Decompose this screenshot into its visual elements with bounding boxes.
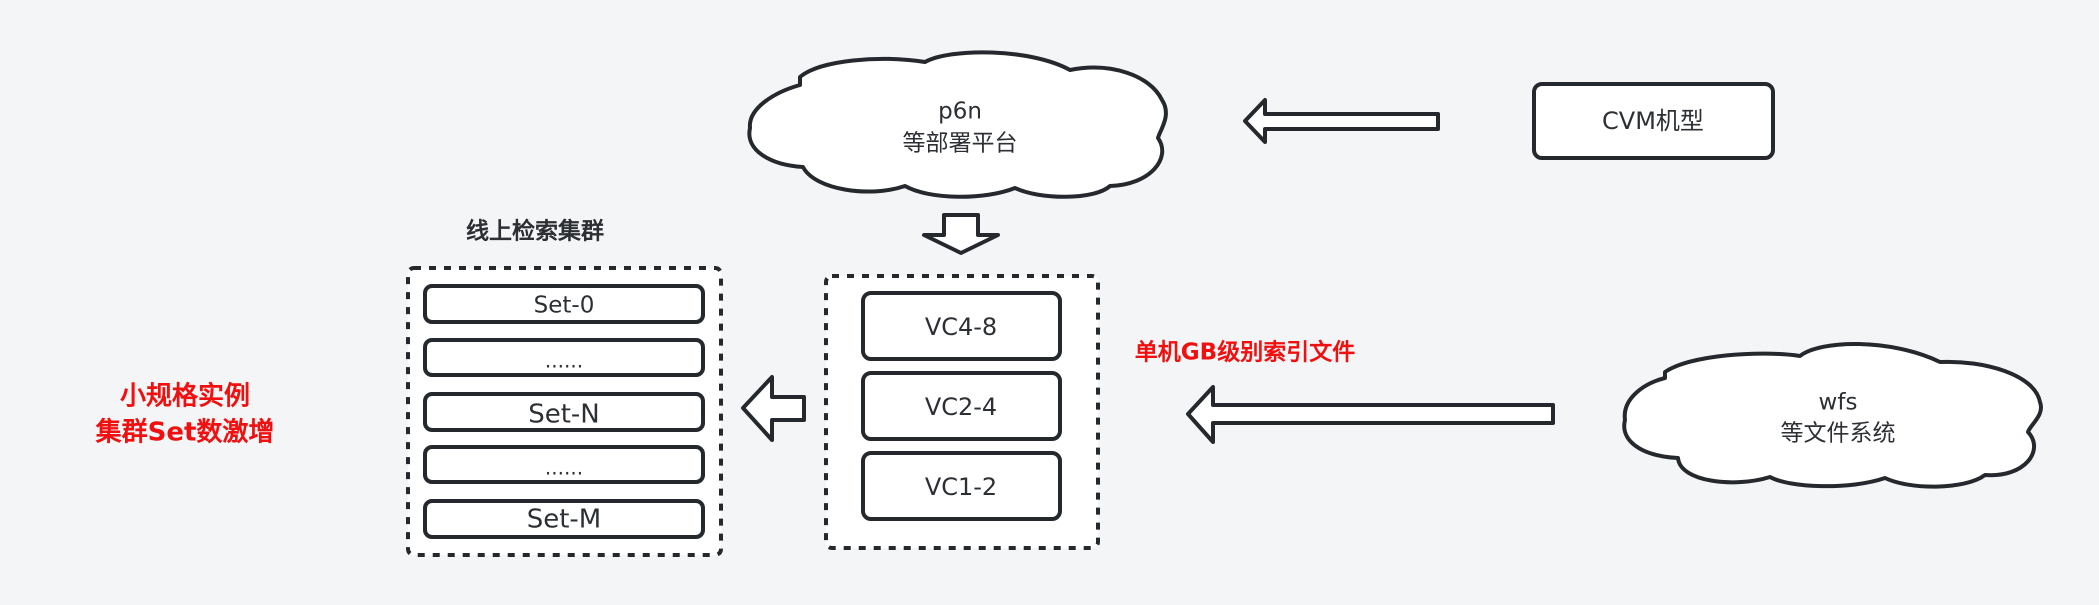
- vc-box-1: [861, 371, 1062, 441]
- set-row-3: [423, 445, 705, 484]
- machine-type-rect: [1532, 82, 1775, 160]
- cloud-shape: [747, 50, 1168, 199]
- search-cluster-title: 线上检索集群: [466, 218, 604, 245]
- file-system-line1: wfs: [1819, 390, 1858, 416]
- vc-box-0: [861, 291, 1062, 361]
- file-system-cloud: wfs 等文件系统: [1622, 341, 2043, 489]
- file-system-line2: 等文件系统: [1781, 421, 1896, 447]
- set-label-2: Set-N: [528, 400, 600, 430]
- deploy-platform-line1: p6n: [938, 99, 982, 125]
- vc-label-0: VC4-8: [925, 313, 997, 341]
- vc-box-2: [861, 451, 1062, 521]
- set-label-4: Set-M: [527, 505, 602, 535]
- problem-note-line1: 小规格实例: [120, 381, 250, 412]
- arrow-left-icon: [741, 375, 806, 442]
- problem-note-line2: 集群Set数激增: [95, 417, 275, 448]
- set-row-1: [423, 338, 705, 377]
- machine-type-label: CVM机型: [1602, 107, 1704, 135]
- index-file-label: 单机GB级别索引文件: [1135, 339, 1355, 366]
- set-label-0: Set-0: [534, 293, 595, 319]
- set-row-2: [423, 392, 705, 432]
- deploy-platform-line2: 等部署平台: [903, 131, 1018, 157]
- vc-label-1: VC2-4: [925, 393, 997, 421]
- cloud-shape: [1622, 341, 2043, 489]
- vc-label-2: VC1-2: [925, 473, 997, 501]
- set-label-3: ......: [545, 456, 583, 480]
- set-row-4: [423, 499, 705, 539]
- deploy-platform-cloud: p6n 等部署平台: [747, 50, 1168, 199]
- arrow-left-icon: [1186, 385, 1555, 444]
- machine-type-box: CVM机型: [1532, 82, 1775, 160]
- vc-group: VC4-8 VC2-4 VC1-2: [824, 274, 1100, 550]
- set-label-1: ......: [545, 349, 583, 373]
- set-row-0: [423, 284, 705, 324]
- arrow-left-icon: [1243, 98, 1440, 144]
- arrow-down-icon: [922, 213, 1000, 255]
- search-cluster-group: Set-0 ...... Set-N ...... Set-M: [406, 266, 723, 557]
